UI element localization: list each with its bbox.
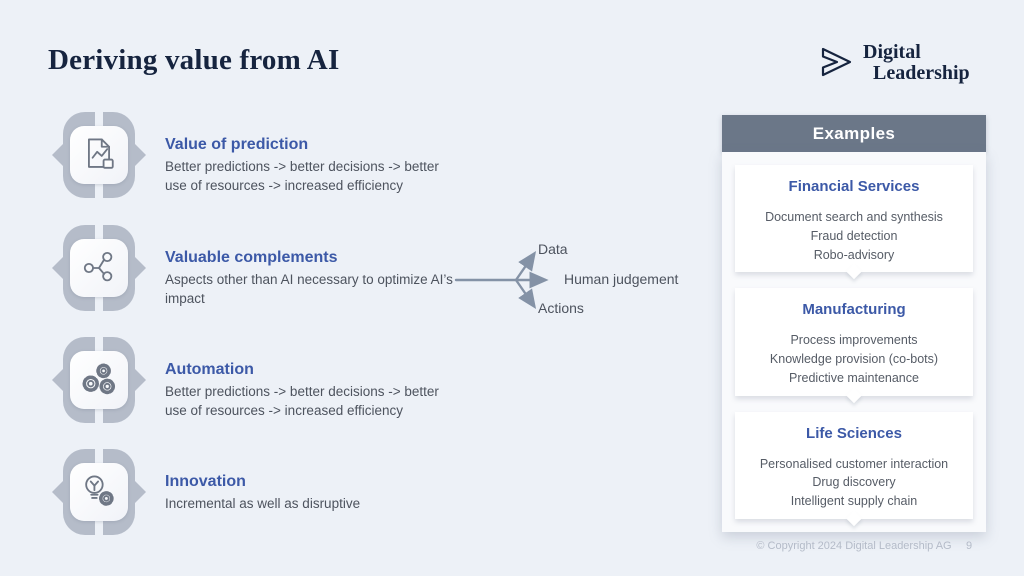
list-item-value-of-prediction: Value of prediction Better predictions -… bbox=[52, 110, 472, 204]
frame-left-point bbox=[52, 367, 65, 393]
list-item-automation: Automation Better predictions -> better … bbox=[52, 335, 472, 429]
share-network-icon bbox=[83, 251, 113, 282]
frame-right-point bbox=[133, 367, 146, 393]
example-line: Robo-advisory bbox=[813, 247, 895, 262]
document-chart-icon bbox=[88, 138, 114, 169]
example-card-financial-services: Financial Services Document search and s… bbox=[735, 165, 973, 273]
example-line: Process improvements bbox=[790, 333, 918, 348]
example-card-title: Financial Services bbox=[788, 178, 920, 195]
double-chevron-icon bbox=[821, 47, 852, 77]
example-card-title: Life Sciences bbox=[806, 424, 902, 442]
item-description: Better predictions -> better decisions -… bbox=[165, 159, 439, 193]
icon-frame bbox=[52, 335, 146, 425]
logo-line2: Leadership bbox=[873, 62, 970, 84]
example-line: Fraud detection bbox=[810, 228, 898, 243]
list-item-valuable-complements: Valuable complements Aspects other than … bbox=[52, 223, 472, 317]
item-title: Value of prediction bbox=[165, 136, 309, 153]
examples-body: Financial Services Document search and s… bbox=[722, 152, 986, 532]
item-description: Aspects other than AI necessary to optim… bbox=[165, 272, 453, 306]
item-description: Better predictions -> better decisions -… bbox=[165, 384, 439, 418]
branch-arrows-icon bbox=[454, 251, 549, 309]
examples-header: Examples bbox=[722, 115, 986, 152]
item-title: Valuable complements bbox=[165, 249, 338, 266]
logo-text: Digital Leadership bbox=[863, 42, 970, 84]
item-description: Incremental as well as disruptive bbox=[165, 496, 361, 511]
frame-left-point bbox=[52, 142, 65, 168]
item-title: Innovation bbox=[165, 473, 246, 490]
example-line: Predictive maintenance bbox=[789, 370, 919, 385]
example-card-manufacturing: Manufacturing Process improvements Knowl… bbox=[735, 288, 973, 396]
examples-panel: Examples Financial Services Document sea… bbox=[722, 115, 986, 532]
icon-frame bbox=[52, 110, 146, 200]
icon-frame bbox=[52, 447, 146, 537]
diagram-label-data: Data bbox=[538, 241, 568, 257]
logo-line1: Digital bbox=[863, 41, 921, 63]
frame-inner bbox=[70, 239, 128, 297]
diagram-label-actions: Actions bbox=[538, 300, 584, 316]
diagram-label-human-judgement: Human judgement bbox=[564, 271, 679, 287]
frame-right-point bbox=[133, 142, 146, 168]
frame-left-point bbox=[52, 255, 65, 281]
example-line: Knowledge provision (co-bots) bbox=[769, 352, 939, 367]
example-line: Drug discovery bbox=[812, 475, 896, 490]
item-text: Value of prediction Better predictions -… bbox=[165, 136, 457, 195]
example-card-title: Manufacturing bbox=[802, 301, 906, 319]
example-line: Intelligent supply chain bbox=[790, 494, 918, 509]
frame-right-point bbox=[133, 479, 146, 505]
frame-inner bbox=[70, 126, 128, 184]
item-text: Valuable complements Aspects other than … bbox=[165, 249, 457, 308]
item-text: Innovation Incremental as well as disrup… bbox=[165, 473, 457, 514]
gears-icon bbox=[82, 363, 116, 395]
frame-left-point bbox=[52, 479, 65, 505]
company-logo: Digital Leadership bbox=[818, 42, 970, 84]
frame-inner bbox=[70, 463, 128, 521]
list-item-innovation: Innovation Incremental as well as disrup… bbox=[52, 447, 472, 541]
example-line: Personalised customer interaction bbox=[759, 456, 949, 471]
page-number: 9 bbox=[966, 540, 973, 552]
frame-inner bbox=[70, 351, 128, 409]
example-card-life-sciences: Life Sciences Personalised customer inte… bbox=[735, 411, 973, 519]
lightbulb-gear-icon bbox=[85, 475, 114, 506]
item-title: Automation bbox=[165, 361, 254, 378]
icon-frame bbox=[52, 223, 146, 313]
page-title: Deriving value from AI bbox=[48, 44, 340, 76]
example-line: Document search and synthesis bbox=[765, 210, 943, 224]
item-text: Automation Better predictions -> better … bbox=[165, 361, 457, 420]
copyright-text: © Copyright 2024 Digital Leadership AG bbox=[756, 540, 952, 552]
frame-right-point bbox=[133, 255, 146, 281]
